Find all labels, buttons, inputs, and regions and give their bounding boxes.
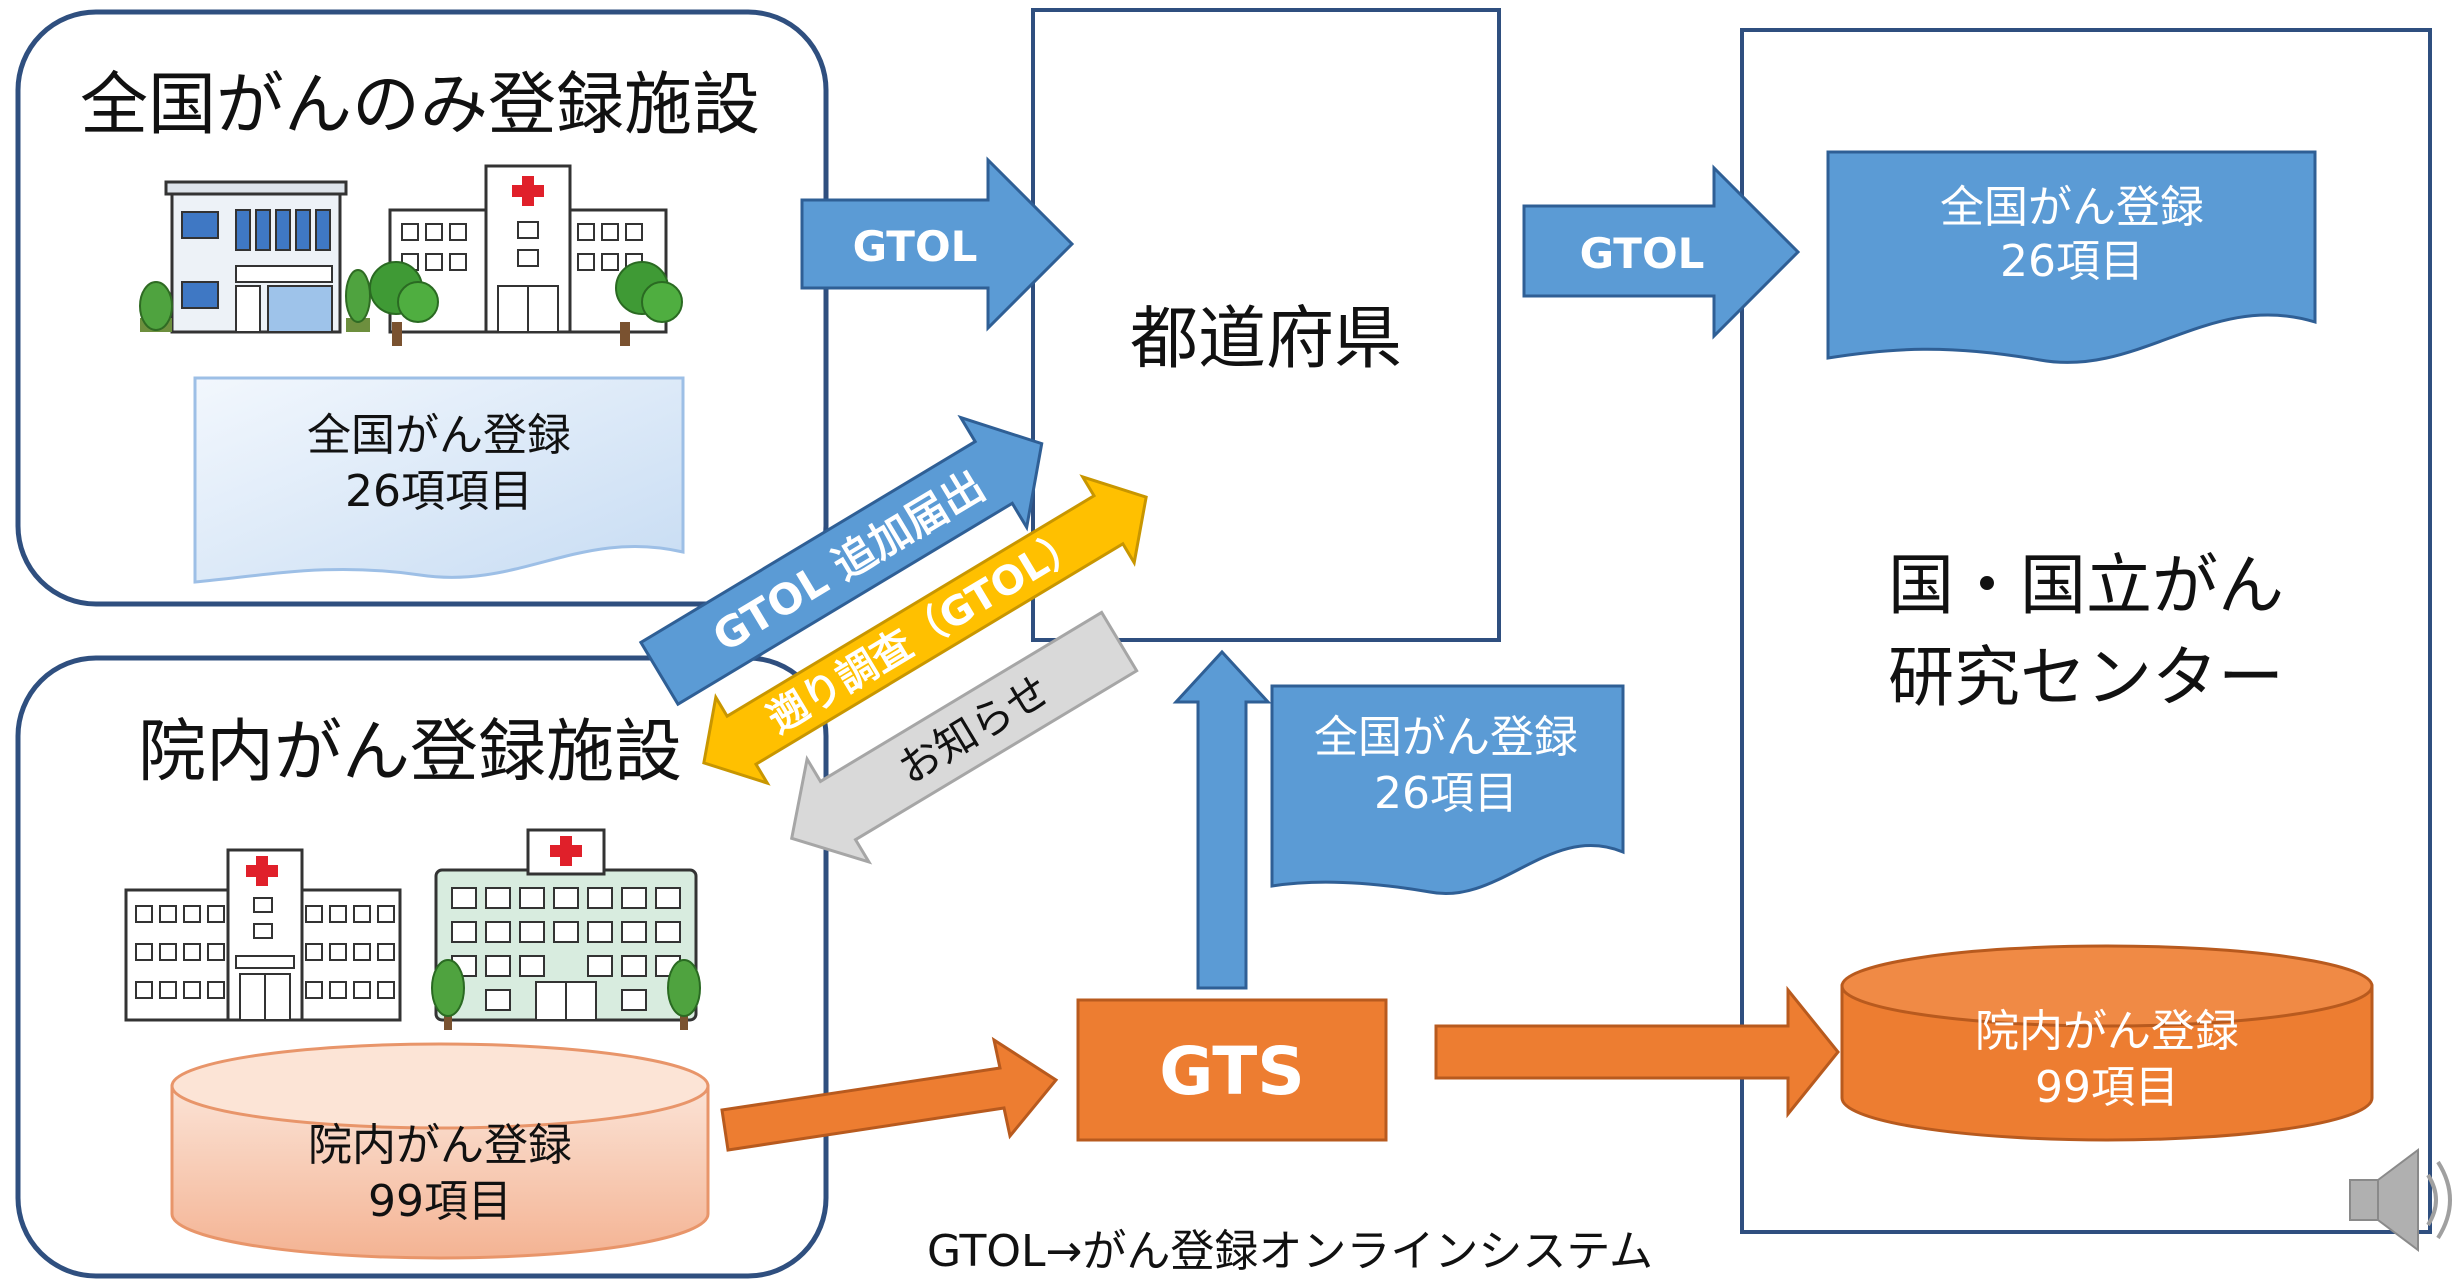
orange-arrow-to-gts — [720, 1036, 1059, 1152]
gts-box — [1076, 998, 1388, 1142]
national-cyl-line1: 院内がん登録 — [1975, 1006, 2239, 1057]
gtol-arrow-right-label: GTOL — [1580, 229, 1705, 278]
national-doc-line2: 26項目 — [2000, 236, 2144, 287]
gts-doc-line2: 26項目 — [1374, 768, 1518, 819]
facility-hospital-title: 院内がん登録施設 — [138, 713, 682, 792]
gts-up-arrow — [1172, 649, 1272, 990]
orange-arrow-to-national — [1434, 985, 1840, 1119]
facility-hospital-cyl-line1: 院内がん登録 — [308, 1120, 572, 1171]
hospital-icon — [369, 164, 683, 346]
national-doc-line1: 全国がん登録 — [1940, 182, 2204, 233]
facility-hospital-cyl-line2: 99項目 — [368, 1176, 512, 1227]
hospital-icon — [431, 828, 701, 1030]
facility-all-document — [193, 376, 685, 584]
facility-all-title: 全国がんのみ登録施設 — [80, 66, 760, 145]
speaker-icon — [2349, 1148, 2452, 1252]
national-cyl-line2: 99項目 — [2035, 1062, 2179, 1113]
clinic-icon — [139, 180, 371, 334]
national-document — [1826, 150, 2317, 364]
national-cylinder — [1840, 944, 2374, 1142]
facility-hospital-cylinder — [170, 1042, 710, 1260]
prefecture-label: 都道府県 — [1130, 300, 1402, 379]
gtol-arrow-left-label: GTOL — [853, 222, 978, 271]
facility-all-doc-line2: 26項項目 — [345, 466, 533, 517]
footnote: GTOL→がん登録オンラインシステム — [927, 1226, 1653, 1277]
national-center-line2: 研究センター — [1888, 639, 2284, 716]
gts-label: GTS — [1159, 1033, 1305, 1110]
hospital-icon — [124, 848, 402, 1022]
gts-doc-line1: 全国がん登録 — [1314, 712, 1578, 763]
national-center-line1: 国・国立がん — [1888, 547, 2284, 624]
gtol-arrow-right — [1522, 164, 1801, 340]
facility-all-doc-line1: 全国がん登録 — [307, 410, 571, 461]
gtol-arrow-left — [800, 156, 1075, 332]
gts-document — [1270, 684, 1625, 896]
